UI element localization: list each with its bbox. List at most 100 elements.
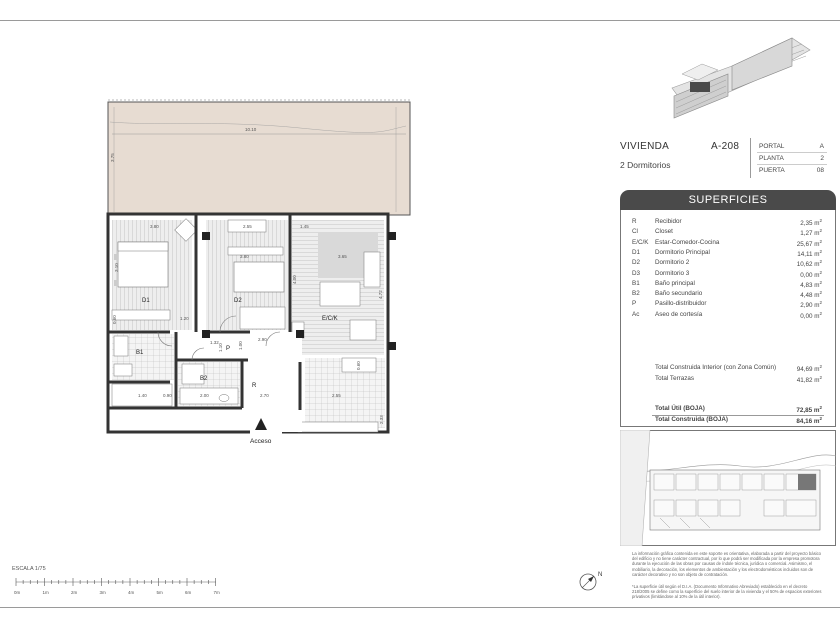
surface-note: *La superficie útil según el D.I.A. (Doc… bbox=[632, 584, 822, 600]
room-value: 2,35 bbox=[800, 220, 813, 228]
unit-highlight bbox=[798, 474, 816, 490]
unit-superscript: 2 bbox=[819, 248, 822, 254]
label-p: P bbox=[226, 346, 230, 352]
dim-5: 3.10 bbox=[114, 263, 119, 272]
planta-label: PLANTA bbox=[759, 155, 784, 162]
main-total-name: Total Útil (BOJA) bbox=[655, 405, 705, 412]
dim-7: 3.65 bbox=[338, 254, 347, 259]
total-value: 41,82 bbox=[796, 377, 813, 385]
dim-22: 1.32 bbox=[210, 340, 219, 345]
room-unit: m bbox=[814, 271, 820, 279]
room-value: 10,62 bbox=[796, 261, 813, 269]
room-name: Estar-Comedor-Cocina bbox=[655, 238, 720, 246]
scale-tick-label: 1m bbox=[43, 590, 50, 595]
room-value: 0,00 bbox=[800, 271, 813, 279]
label-d2: D2 bbox=[234, 298, 242, 304]
room-unit: m bbox=[814, 302, 820, 310]
header-divider bbox=[750, 138, 751, 178]
total-row: Total Construida Interior (con Zona Comú… bbox=[655, 364, 822, 374]
room-value: 14,11 bbox=[797, 250, 813, 258]
room-name: Baño secundario bbox=[655, 290, 703, 298]
room-code: Cl bbox=[632, 228, 638, 236]
dim-4: 1.45 bbox=[300, 224, 309, 229]
unit-superscript: 2 bbox=[819, 238, 822, 244]
planta-value: 2 bbox=[820, 155, 824, 162]
room-name: Dormitorio Principal bbox=[655, 248, 710, 256]
scale-tick-label: 6m bbox=[185, 590, 192, 595]
label-r: R bbox=[252, 383, 257, 389]
main-total-row: Total Construida (BOJA) 84,16 m2 bbox=[655, 416, 822, 426]
dim-9: 1.20 bbox=[180, 316, 189, 321]
dim-18: 1.00 bbox=[238, 341, 243, 350]
label-b2: B2 bbox=[200, 376, 208, 382]
access-arrow-icon bbox=[255, 418, 267, 430]
room-value: 0,00 bbox=[800, 312, 813, 320]
unit-title: VIVIENDA bbox=[620, 141, 670, 152]
dim-20: 2.33 bbox=[379, 415, 384, 424]
building-3d-thumbnail bbox=[671, 37, 811, 119]
unit-superscript: 2 bbox=[819, 310, 822, 316]
room-unit: m bbox=[814, 240, 820, 248]
room-unit: m bbox=[814, 220, 820, 228]
dim-8: 4.00 bbox=[292, 275, 297, 284]
label-eck: E/C/K bbox=[322, 316, 338, 322]
main-total-row: Total Útil (BOJA) 72,85 m2 bbox=[655, 405, 822, 415]
room-code: B2 bbox=[632, 290, 640, 298]
room-name: Recibidor bbox=[655, 218, 682, 225]
total-name: Total Terrazas bbox=[655, 375, 695, 382]
room-code: Ac bbox=[632, 310, 640, 318]
scale-tick-label: 7m bbox=[214, 590, 221, 595]
portal-value: A bbox=[819, 143, 824, 150]
top-border bbox=[0, 20, 840, 21]
dim-16: 0.60 bbox=[356, 361, 361, 370]
dim-11: 1.40 bbox=[138, 393, 147, 398]
puerta-value: 08 bbox=[816, 167, 824, 174]
unit-superscript: 2 bbox=[819, 218, 822, 223]
unit-code: A-208 bbox=[711, 141, 740, 152]
dim-1: 3.75 bbox=[110, 153, 115, 162]
room-name: Closet bbox=[655, 228, 673, 236]
main-total-value: 84,16 bbox=[796, 418, 813, 426]
room-unit: m bbox=[814, 281, 820, 289]
room-code: E/C/K bbox=[632, 238, 649, 246]
room-unit: m bbox=[814, 230, 820, 238]
dim-23: 2.70 bbox=[260, 393, 269, 398]
unit-superscript: 2 bbox=[819, 279, 822, 285]
superficies-box bbox=[620, 210, 836, 427]
dim-10: 2.90 bbox=[258, 337, 267, 342]
room-code: P bbox=[632, 300, 637, 308]
room-value: 2,90 bbox=[800, 302, 813, 310]
scale-tick-label: 3m bbox=[100, 590, 107, 595]
unit-superscript: 2 bbox=[819, 228, 822, 234]
room-code: D3 bbox=[632, 269, 641, 277]
bottom-border bbox=[0, 607, 840, 608]
compass-icon: N bbox=[579, 572, 602, 591]
puerta-label: PUERTA bbox=[759, 167, 785, 174]
room-unit: m bbox=[814, 292, 820, 300]
dim-3: 2.55 bbox=[243, 224, 252, 229]
dim-0: 10.10 bbox=[245, 127, 257, 132]
terrace bbox=[107, 101, 411, 216]
corridor bbox=[192, 332, 302, 362]
unit-superscript: 2 bbox=[819, 300, 822, 306]
label-b1: B1 bbox=[136, 350, 144, 356]
dim-15: 0.60 bbox=[112, 315, 117, 324]
dim-6: 3.80 bbox=[240, 254, 249, 259]
unit-bedrooms: 2 Dormitorios bbox=[620, 160, 671, 170]
room-value: 4,48 bbox=[800, 292, 813, 300]
scale-title: ESCALA 1/75 bbox=[12, 566, 46, 572]
unit-superscript: 2 bbox=[819, 259, 822, 265]
dim-13: 2.00 bbox=[200, 393, 209, 398]
superficies-heading: SUPERFICIES bbox=[620, 190, 836, 210]
dim-21: 4.72 bbox=[378, 290, 383, 299]
scale-tick-label: 5m bbox=[157, 590, 164, 595]
